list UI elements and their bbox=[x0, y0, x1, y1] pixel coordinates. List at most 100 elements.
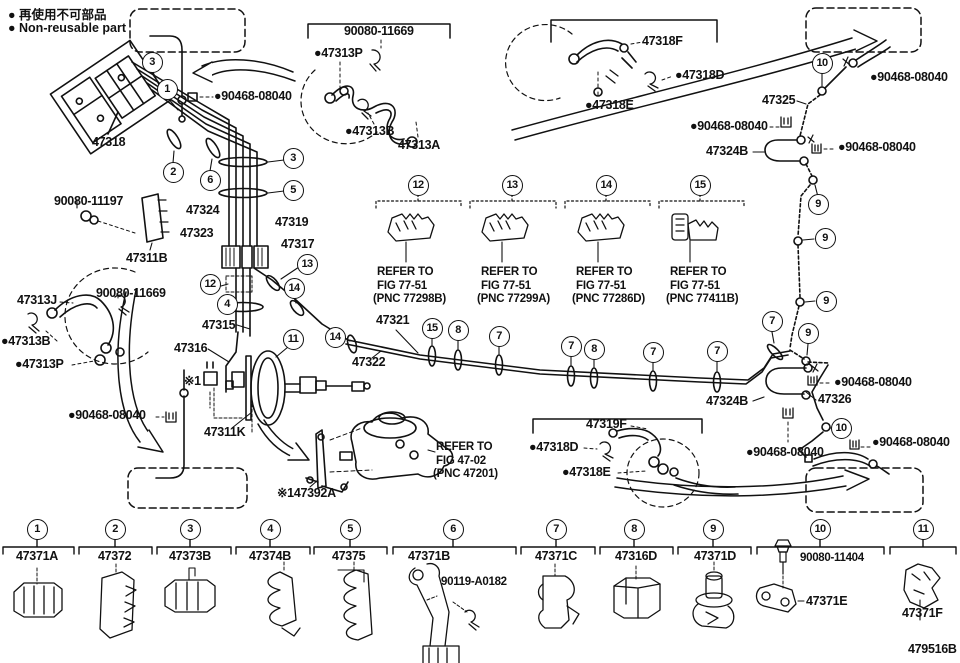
callout-9c: 9 bbox=[815, 290, 837, 312]
label-90468-left: ●90468-08040 bbox=[68, 408, 146, 422]
callout-5: 5 bbox=[282, 179, 304, 201]
refer-fig7751-3: REFER TO FIG 77-51 (PNC 77286D) bbox=[572, 266, 646, 305]
glyph-47372 bbox=[99, 563, 137, 639]
bottom-num-8: 8 bbox=[623, 518, 645, 540]
junction-block bbox=[221, 245, 349, 393]
legend-jp: ● 再使用不可部品 bbox=[8, 8, 107, 22]
bottom-num-2: 2 bbox=[104, 518, 126, 540]
label-47323: 47323 bbox=[180, 226, 214, 240]
callout-13a: 13 bbox=[296, 253, 318, 275]
glyph-47371f bbox=[903, 563, 941, 621]
label-11197: 90080-11197 bbox=[54, 194, 124, 208]
legend-en: ● Non-reusable part bbox=[8, 21, 126, 35]
bottom-num-11: 11 bbox=[912, 518, 934, 540]
glyph-47371b bbox=[408, 562, 480, 663]
label-47321: 47321 bbox=[376, 313, 410, 327]
bottom-num-9: 9 bbox=[702, 518, 724, 540]
bottom-label-90119a0182: 90119-A0182 bbox=[441, 576, 507, 588]
master-cylinder bbox=[305, 411, 454, 493]
callout-2: 2 bbox=[162, 161, 184, 183]
glyph-47371a bbox=[13, 567, 63, 618]
callout-14a: 14 bbox=[283, 277, 305, 299]
rear-pipe-column bbox=[752, 39, 891, 366]
label-90468-r3: ●90468-08040 bbox=[834, 375, 912, 389]
callout-9a: 9 bbox=[807, 193, 829, 215]
label-47313p-top: ●47313P bbox=[314, 46, 363, 60]
bottom-num-6: 6 bbox=[442, 518, 464, 540]
bottom-num-10: 10 bbox=[809, 518, 831, 540]
bottom-label-47373b: 47373B bbox=[169, 549, 211, 563]
label-47318f: 47318F bbox=[642, 34, 683, 48]
dashed-wheel-boxes bbox=[127, 7, 924, 513]
callout-14b: 14 bbox=[324, 326, 346, 348]
label-47318e-top: ●47318E bbox=[585, 98, 634, 112]
label-47313p-left: ●47313P bbox=[15, 357, 64, 371]
label-90468-tr: ●90468-08040 bbox=[870, 70, 948, 84]
callout-4: 4 bbox=[216, 293, 238, 315]
bottom-label-47371b: 47371B bbox=[408, 549, 450, 563]
callout-3a: 3 bbox=[141, 51, 163, 73]
refer-clip-glyphs bbox=[387, 213, 719, 263]
bolt-11197 bbox=[76, 199, 136, 234]
callout-15: 15 bbox=[421, 317, 443, 339]
bottom-label-47316d: 47316D bbox=[615, 549, 657, 563]
bottom-label-47371f: 47371F bbox=[902, 606, 943, 620]
bottom-label-47371c: 47371C bbox=[535, 549, 577, 563]
label-47316: 47316 bbox=[174, 341, 208, 355]
glyph-47371e bbox=[755, 583, 797, 613]
callout-9d: 9 bbox=[797, 322, 819, 344]
group-brackets bbox=[307, 19, 718, 434]
label-47324b-low: 47324B bbox=[706, 394, 748, 408]
hose-47318f bbox=[505, 23, 674, 102]
bottom-num-1: 1 bbox=[26, 518, 48, 540]
label-47324b-top: 47324B bbox=[706, 144, 748, 158]
label-47318d-top: ●47318D bbox=[675, 68, 725, 82]
callout-3b: 3 bbox=[282, 147, 304, 169]
label-90468-r1: ●90468-08040 bbox=[690, 119, 768, 133]
callout-7e: 7 bbox=[761, 310, 783, 332]
label-47319f: 47319F bbox=[586, 417, 627, 431]
bracket-47311b bbox=[141, 193, 170, 251]
callout-14-refer: 14 bbox=[595, 174, 617, 196]
callout-13-refer: 13 bbox=[501, 174, 523, 196]
callout-12a: 12 bbox=[199, 273, 221, 295]
hose-47319f bbox=[583, 425, 739, 508]
label-90468-bl2: ●90468-08040 bbox=[746, 445, 824, 459]
main-brake-line bbox=[345, 334, 791, 393]
leader-47318 bbox=[107, 111, 119, 135]
callout-12-refer: 12 bbox=[407, 174, 429, 196]
callout-11: 11 bbox=[282, 328, 304, 350]
label-90468-r2: ●90468-08040 bbox=[838, 140, 916, 154]
label-47325: 47325 bbox=[762, 93, 796, 107]
label-90468-tl: ●90468-08040 bbox=[214, 89, 292, 103]
doc-number: 479516B bbox=[908, 642, 957, 656]
callout-1: 1 bbox=[156, 78, 178, 100]
label-47324: 47324 bbox=[186, 203, 220, 217]
callout-7c: 7 bbox=[642, 341, 664, 363]
label-11669-top: 90080-11669 bbox=[344, 24, 414, 38]
label-47315: 47315 bbox=[202, 318, 236, 332]
label-47313b-left: ●47313B bbox=[1, 334, 51, 348]
label-47313j: 47313J bbox=[17, 293, 57, 307]
callout-10a: 10 bbox=[811, 52, 833, 74]
refer-fig7751-2: REFER TO FIG 77-51 (PNC 77299A) bbox=[477, 266, 551, 305]
hose-47313a bbox=[300, 39, 419, 148]
callout-7a: 7 bbox=[488, 325, 510, 347]
label-47318: 47318 bbox=[92, 135, 126, 149]
rear-right-lower bbox=[752, 363, 890, 475]
label-47318e-low: ●47318E bbox=[562, 465, 611, 479]
callout-10b: 10 bbox=[830, 417, 852, 439]
bottom-num-5: 5 bbox=[339, 518, 361, 540]
label-47317: 47317 bbox=[281, 237, 315, 251]
glyph-47371c bbox=[537, 563, 580, 629]
label-47313a: 47313A bbox=[398, 138, 440, 152]
refer-fig7751-4: REFER TO FIG 77-51 (PNC 77411B) bbox=[666, 266, 739, 305]
label-47311k: 47311K bbox=[204, 425, 246, 439]
bottom-num-4: 4 bbox=[259, 518, 281, 540]
bottom-num-7: 7 bbox=[545, 518, 567, 540]
callout-6: 6 bbox=[199, 169, 221, 191]
glyph-47373b bbox=[164, 567, 216, 613]
bottom-label-47371e: 47371E bbox=[806, 594, 848, 608]
label-47311b: 47311B bbox=[126, 251, 168, 265]
